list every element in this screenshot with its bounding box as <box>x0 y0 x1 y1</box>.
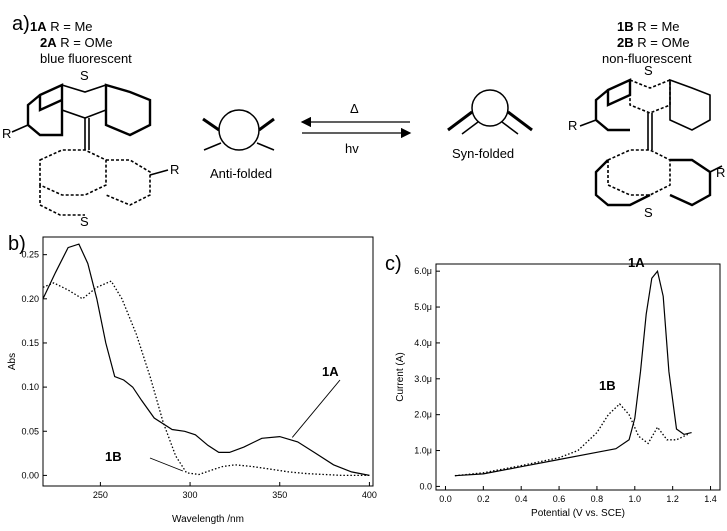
syn-folded-newman <box>447 89 533 135</box>
cv-x-tick-label: 1.0 <box>629 494 642 504</box>
uv-series-1b <box>42 280 370 477</box>
r-label-1b-right: R <box>716 165 725 180</box>
uv-y-tick-label: 0.00 <box>21 470 39 480</box>
uv-x-tick-label: 250 <box>93 490 108 500</box>
r-label-1a-right: R <box>170 162 179 177</box>
uv-x-tick-label: 300 <box>183 490 198 500</box>
equilibrium-arrows <box>300 116 412 139</box>
uv-y-tick-label: 0.25 <box>21 250 39 260</box>
right-compound-line-3: non-fluorescent <box>602 51 692 66</box>
cv-x-tick-label: 0.8 <box>591 494 604 504</box>
right-compound-line-2: 2B R = OMe <box>617 35 690 50</box>
arrow-label-heat: Δ <box>350 101 359 116</box>
uv-annotation-leader <box>291 379 341 438</box>
r-label-1b-left: R <box>568 118 577 133</box>
cv-chart: 0.0 0.2 0.4 0.6 0.8 1.0 1.2 1.4 0.0 1.0μ 2.0μ 3.0μ 4… <box>395 255 721 519</box>
arrow-label-light: hv <box>345 141 359 156</box>
uv-annotation-leader <box>149 457 184 472</box>
sulfur-label-1b-top: S <box>644 63 653 78</box>
uv-series-1a <box>42 243 370 476</box>
uv-x-tick-label: 350 <box>272 490 287 500</box>
cv-y-tick-label: 6.0μ <box>414 266 432 276</box>
uv-y-tick-label: 0.10 <box>21 382 39 392</box>
cv-y-tick-label: 3.0μ <box>414 374 432 384</box>
anti-folded-label: Anti-folded <box>210 166 272 181</box>
uv-vis-chart: 250 300 350 400 0.00 0.05 0.10 0.15 0.20 0.25Wave… <box>7 236 377 525</box>
cv-annotation-1b: 1B <box>599 378 616 393</box>
cv-x-tick-label: 0.2 <box>477 494 490 504</box>
panel-label-a: a) <box>12 13 30 35</box>
cv-y-axis-label: Current (A) <box>395 352 406 401</box>
cv-x-tick-label: 1.2 <box>666 494 679 504</box>
sulfur-label-1a-top: S <box>80 68 89 83</box>
uv-y-tick-label: 0.05 <box>21 426 39 436</box>
cv-y-tick-label: 1.0μ <box>414 446 432 456</box>
molecule-1a <box>11 83 169 216</box>
cv-y-tick-label: 4.0μ <box>414 338 432 348</box>
panel-label-c: c) <box>385 253 402 275</box>
left-compound-line-1: 1A R = Me <box>30 19 93 34</box>
uv-annotation-1a: 1A <box>322 364 339 379</box>
r-label-1a-left: R <box>2 126 11 141</box>
panel-label-b: b) <box>8 233 26 255</box>
uv-x-tick-label: 400 <box>362 490 377 500</box>
uv-annotation-1b: 1B <box>105 449 122 464</box>
anti-folded-newman <box>202 109 275 151</box>
uv-y-tick-label: 0.20 <box>21 294 39 304</box>
cv-y-tick-label: 5.0μ <box>414 302 432 312</box>
uv-y-axis-label: Abs <box>7 353 18 370</box>
cv-series-1a <box>454 269 692 477</box>
left-compound-line-2: 2A R = OMe <box>40 35 113 50</box>
right-compound-line-1: 1B R = Me <box>617 19 680 34</box>
cv-x-tick-label: 0.6 <box>553 494 566 504</box>
cv-series-1b <box>454 402 689 477</box>
cv-plot-frame <box>435 263 721 491</box>
sulfur-label-1b-bottom: S <box>644 205 653 220</box>
uv-y-tick-label: 0.15 <box>21 338 39 348</box>
cv-annotation-1a: 1A <box>628 255 645 270</box>
cv-x-tick-label: 0.0 <box>439 494 452 504</box>
sulfur-label-1a-bottom: S <box>80 214 89 229</box>
syn-folded-label: Syn-folded <box>452 146 514 161</box>
molecule-1b <box>579 78 723 207</box>
cv-y-tick-label: 0.0 <box>419 481 432 491</box>
uv-plot-frame <box>42 236 374 487</box>
cv-x-tick-label: 0.4 <box>515 494 528 504</box>
cv-x-axis-label: Potential (V vs. SCE) <box>531 508 625 519</box>
cv-x-tick-label: 1.4 <box>704 494 717 504</box>
left-compound-line-3: blue fluorescent <box>40 51 132 66</box>
uv-x-axis-label: Wavelength /nm <box>172 514 244 525</box>
cv-y-tick-label: 2.0μ <box>414 410 432 420</box>
